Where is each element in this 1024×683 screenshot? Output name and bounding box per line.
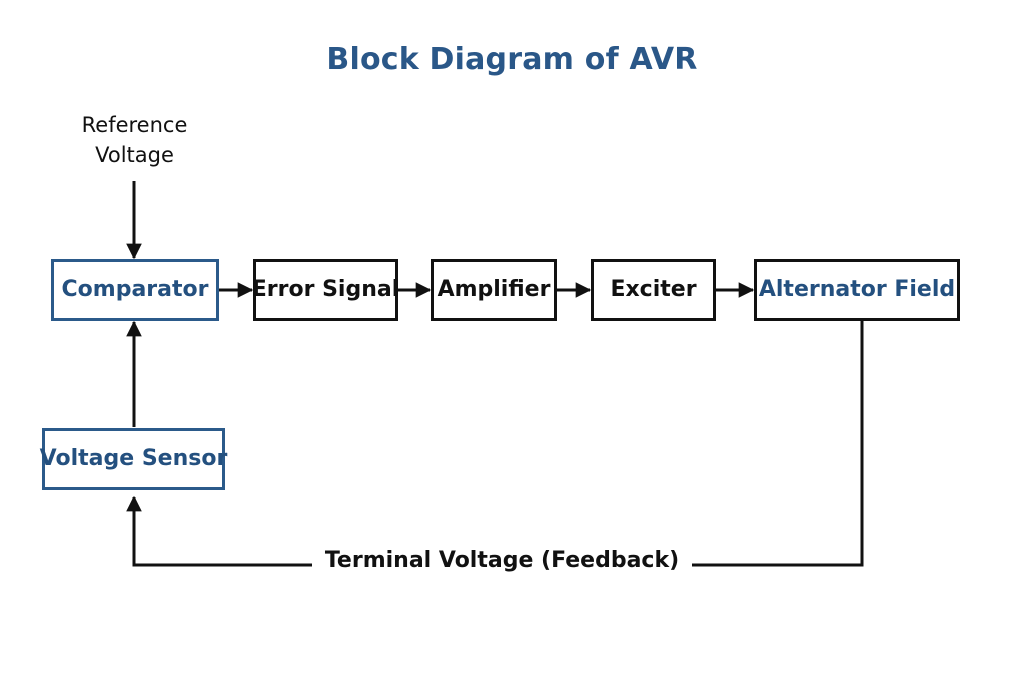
block-amplifier-label: Amplifier (437, 276, 551, 302)
block-error-signal-label: Error Signal (251, 276, 400, 302)
block-amplifier[interactable]: Amplifier (431, 259, 557, 321)
connector-feedback-path (126, 321, 864, 567)
reference-voltage-line-1: Reference (81, 113, 188, 137)
block-alternator-field[interactable]: Alternator Field (754, 259, 960, 321)
reference-voltage-label: Reference Voltage (52, 110, 217, 171)
page-title: Block Diagram of AVR (326, 42, 698, 77)
block-voltage-sensor[interactable]: Voltage Sensor (39, 428, 228, 490)
block-exciter-label: Exciter (610, 276, 697, 302)
reference-voltage-line-2: Voltage (95, 143, 174, 168)
block-error-signal[interactable]: Error Signal (251, 259, 400, 321)
block-alternator-field-label: Alternator Field (758, 276, 956, 302)
feedback-label: Terminal Voltage (Feedback) (312, 548, 692, 573)
block-comparator-label: Comparator (61, 276, 209, 302)
block-voltage-sensor-label: Voltage Sensor (39, 445, 228, 471)
block-comparator[interactable]: Comparator (51, 259, 219, 321)
block-exciter[interactable]: Exciter (591, 259, 716, 321)
